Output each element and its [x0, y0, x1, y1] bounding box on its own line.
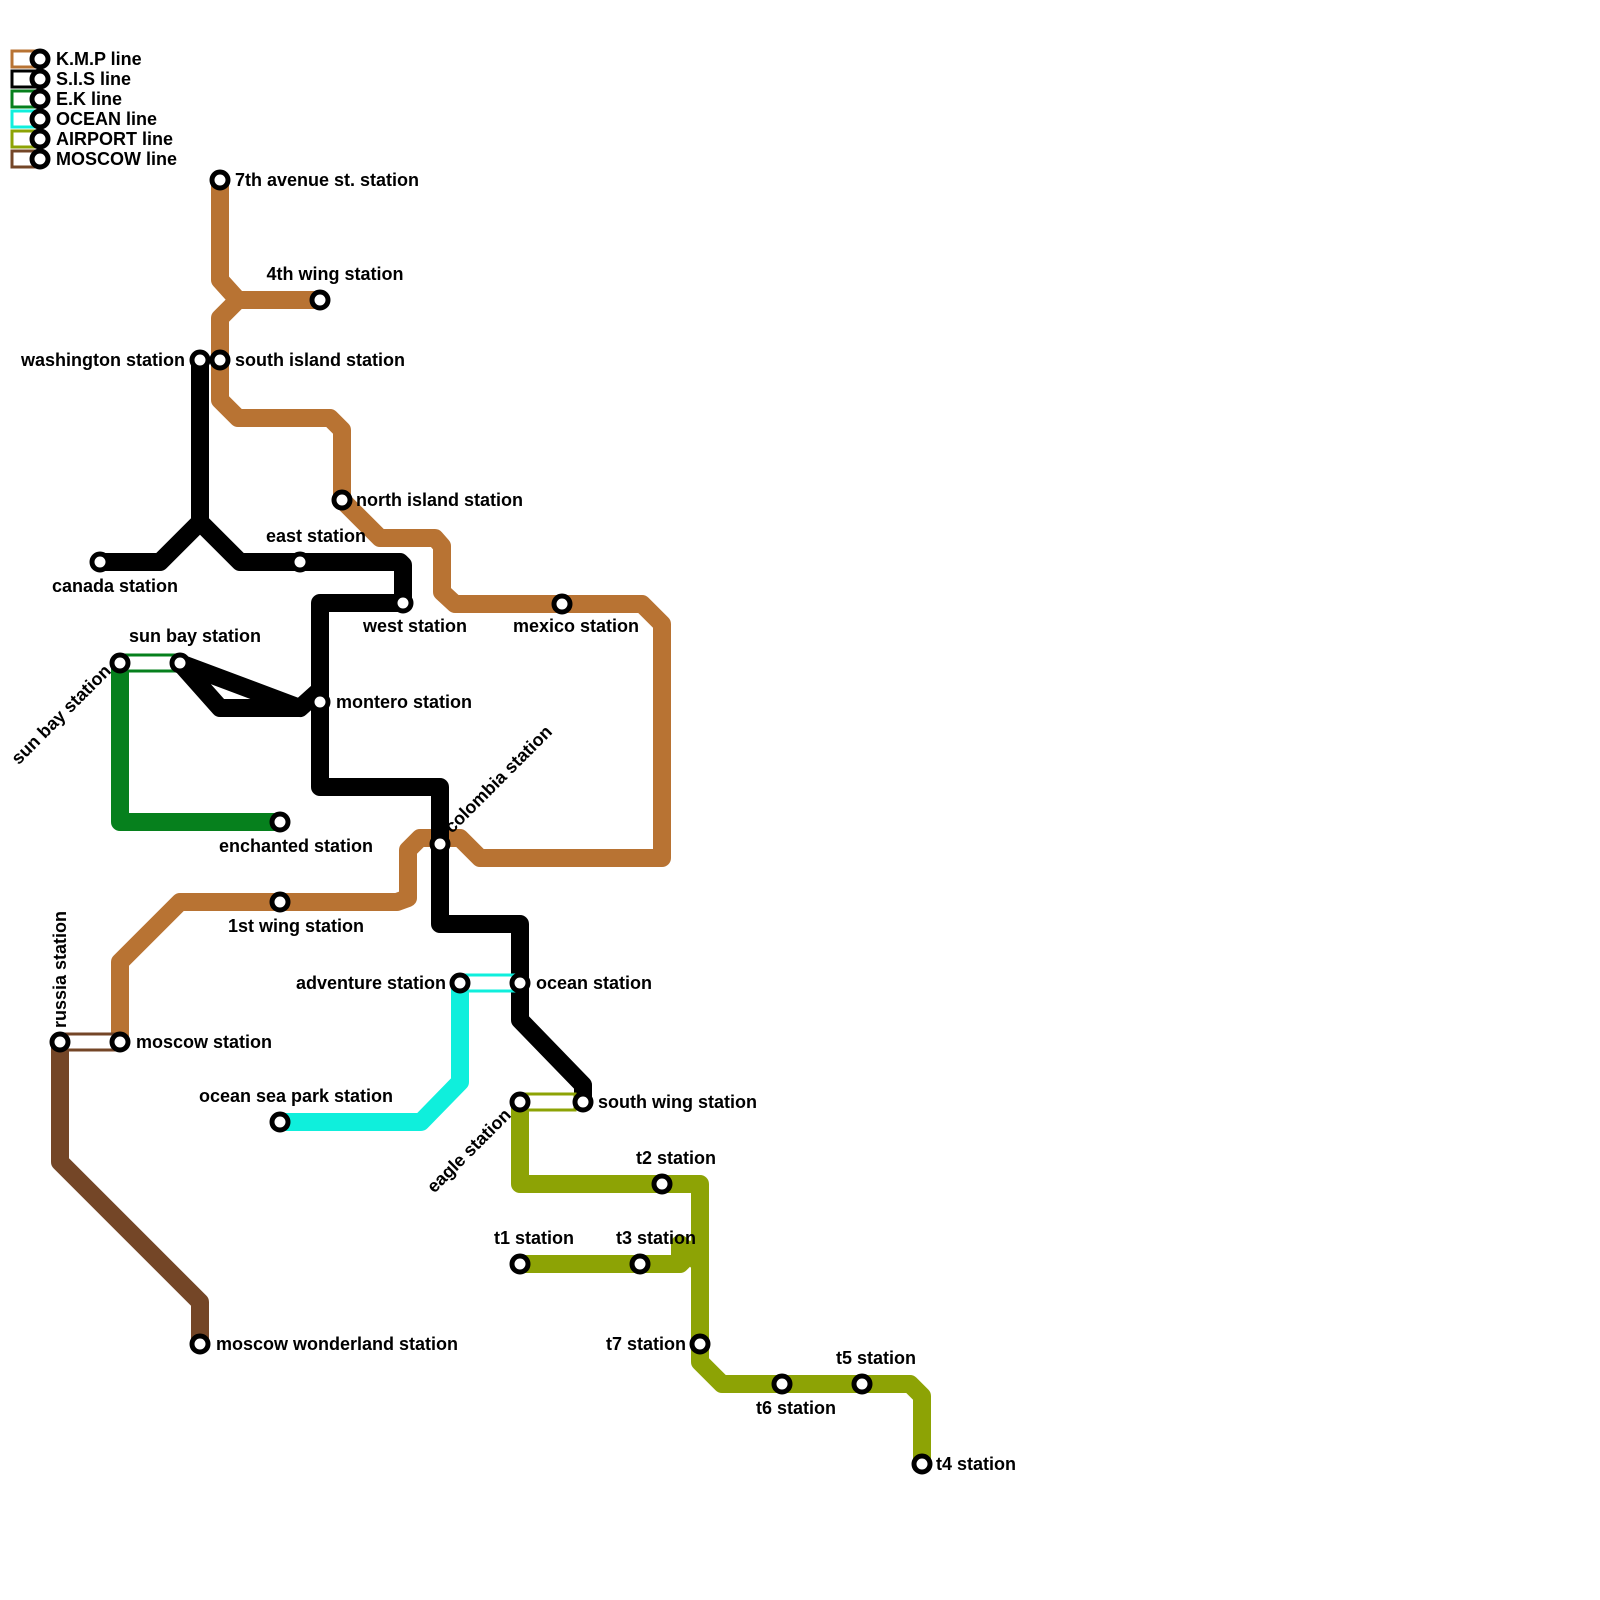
transfer-russia-moscow [63, 1032, 117, 1052]
station-marker-adventure[interactable] [449, 972, 471, 994]
station-label-west: west station [362, 616, 467, 636]
station-label-t7: t7 station [606, 1334, 686, 1354]
station-marker-ocean[interactable] [509, 972, 531, 994]
station-label-moscow: moscow station [136, 1032, 272, 1052]
station-label-7th-avenue: 7th avenue st. station [235, 170, 419, 190]
station-label-adventure: adventure station [296, 973, 446, 993]
legend-item-ocean[interactable]: OCEAN line [10, 108, 157, 130]
station-label-canada: canada station [52, 576, 178, 596]
legend-item-kmp[interactable]: K.M.P line [10, 48, 142, 70]
airport-line-route[interactable] [511, 1093, 931, 1471]
legend-station-icon [29, 48, 51, 70]
station-marker-mexico[interactable] [551, 593, 573, 615]
station-label-south-wing: south wing station [598, 1092, 757, 1112]
kmp-line-route[interactable] [111, 171, 671, 1051]
station-label-t3: t3 station [616, 1228, 696, 1248]
station-marker-moscow[interactable] [109, 1031, 131, 1053]
ek-line-route[interactable] [111, 654, 289, 831]
station-marker-moscow-wonderland[interactable] [189, 1333, 211, 1355]
station-marker-1st-wing[interactable] [269, 891, 291, 913]
station-marker-t4[interactable] [911, 1453, 933, 1475]
station-label-t6: t6 station [756, 1398, 836, 1418]
station-label-sun-bay-side: sun bay station [7, 661, 115, 769]
station-marker-7th-avenue[interactable] [209, 169, 231, 191]
legend-station-icon [29, 88, 51, 110]
station-label-4th-wing: 4th wing station [267, 264, 404, 284]
legend-label: S.I.S line [56, 69, 131, 89]
station-label-t2: t2 station [636, 1148, 716, 1168]
legend-station-icon [29, 128, 51, 150]
transfer-eagle-south-wing [523, 1092, 577, 1112]
ocean-line-route[interactable] [271, 974, 469, 1131]
legend-label: MOSCOW line [56, 149, 177, 169]
legend-station-icon [29, 68, 51, 90]
station-marker-washington[interactable] [189, 349, 211, 371]
transfer-links [63, 653, 577, 1112]
station-label-t4: t4 station [936, 1454, 1016, 1474]
station-marker-east[interactable] [289, 551, 311, 573]
legend-station-icon [29, 148, 51, 170]
station-label-russia: russia station [50, 911, 70, 1028]
station-label-montero: montero station [336, 692, 472, 712]
station-marker-canada[interactable] [89, 551, 111, 573]
station-marker-sun-bay-side[interactable] [109, 652, 131, 674]
legend-label: OCEAN line [56, 109, 157, 129]
station-label-washington: washington station [20, 350, 185, 370]
transfer-adventure-ocean [463, 973, 517, 993]
station-marker-north-island[interactable] [331, 489, 353, 511]
legend-label: E.K line [56, 89, 122, 109]
station-marker-colombia[interactable] [429, 833, 451, 855]
transfer-sun-bay [123, 653, 177, 673]
station-marker-t5[interactable] [851, 1373, 873, 1395]
station-label-east: east station [266, 526, 366, 546]
station-marker-montero[interactable] [309, 691, 331, 713]
legend-item-ek[interactable]: E.K line [10, 88, 122, 110]
station-label-moscow-wonderland: moscow wonderland station [216, 1334, 458, 1354]
station-marker-eagle[interactable] [509, 1091, 531, 1113]
station-marker-russia[interactable] [49, 1031, 71, 1053]
station-label-enchanted: enchanted station [219, 836, 373, 856]
station-marker-t1[interactable] [509, 1253, 531, 1275]
moscow-line-route[interactable] [51, 1033, 209, 1351]
legend-station-icon [29, 108, 51, 130]
station-marker-enchanted[interactable] [269, 811, 291, 833]
legend: K.M.P line S.I.S line E.K line OCEAN lin… [10, 48, 177, 170]
station-label-t1: t1 station [494, 1228, 574, 1248]
legend-item-sis[interactable]: S.I.S line [10, 68, 131, 90]
legend-label: K.M.P line [56, 49, 142, 69]
station-marker-ocean-sea-park[interactable] [269, 1111, 291, 1133]
station-label-mexico: mexico station [513, 616, 639, 636]
station-marker-t6[interactable] [771, 1373, 793, 1395]
legend-item-moscow[interactable]: MOSCOW line [10, 148, 177, 170]
legend-label: AIRPORT line [56, 129, 173, 149]
station-marker-west[interactable] [392, 592, 414, 614]
station-marker-south-wing[interactable] [572, 1091, 594, 1113]
legend-item-airport[interactable]: AIRPORT line [10, 128, 173, 150]
station-label-colombia: colombia station [441, 722, 556, 837]
station-label-t5: t5 station [836, 1348, 916, 1368]
station-markers [49, 169, 933, 1475]
station-marker-t7[interactable] [689, 1333, 711, 1355]
station-label-1st-wing: 1st wing station [228, 916, 364, 936]
station-label-ocean: ocean station [536, 973, 652, 993]
station-marker-sun-bay-top[interactable] [169, 652, 191, 674]
station-marker-t2[interactable] [651, 1173, 673, 1195]
station-marker-4th-wing[interactable] [309, 289, 331, 311]
routes [51, 171, 931, 1471]
station-label-sun-bay-top: sun bay station [129, 626, 261, 646]
station-label-south-island: south island station [235, 350, 405, 370]
station-label-north-island: north island station [356, 490, 523, 510]
station-label-ocean-sea-park: ocean sea park station [199, 1086, 393, 1106]
station-marker-t3[interactable] [629, 1253, 651, 1275]
station-marker-south-island[interactable] [209, 349, 231, 371]
